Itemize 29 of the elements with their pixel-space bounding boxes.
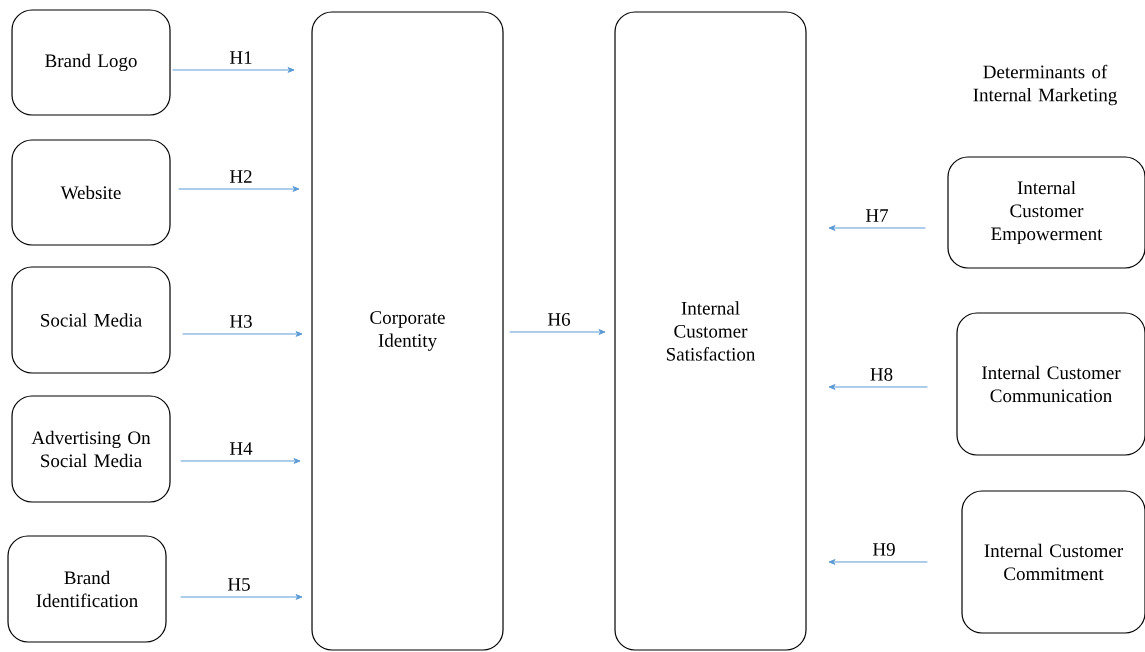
edge-label: H8 [870, 368, 893, 381]
construct-box: Corporate Identity [311, 11, 504, 651]
arrow [828, 225, 926, 231]
arrow [172, 67, 295, 73]
edge-label: H1 [229, 51, 252, 64]
determinant-box: Internal Customer Communication [956, 312, 1145, 456]
construct-box: Internal Customer Satisfaction [614, 11, 807, 651]
arrow [828, 559, 928, 565]
arrow [828, 384, 928, 390]
factor-box: Brand Logo [11, 9, 171, 116]
determinant-box: Internal Customer Commitment [961, 490, 1145, 634]
factor-box: Brand Identification [7, 535, 167, 643]
edge-label: H3 [229, 315, 252, 328]
edge-label: H4 [229, 442, 253, 455]
edge-label: H9 [872, 543, 895, 556]
arrow [182, 331, 303, 337]
arrow [509, 329, 606, 335]
edge-label: H7 [865, 209, 889, 222]
edge-label: H6 [547, 313, 571, 326]
factor-box: Advertising On Social Media [11, 395, 171, 503]
arrow [180, 458, 301, 464]
arrow [180, 594, 303, 600]
factor-box: Social Media [11, 266, 171, 374]
edge-label: H5 [227, 578, 250, 591]
arrow [178, 186, 300, 192]
determinant-box: Internal Customer Empowerment [947, 156, 1145, 269]
edge-label: H2 [229, 170, 252, 183]
factor-box: Website [11, 139, 171, 246]
heading-label: Determinants of Internal Marketing [973, 64, 1117, 106]
